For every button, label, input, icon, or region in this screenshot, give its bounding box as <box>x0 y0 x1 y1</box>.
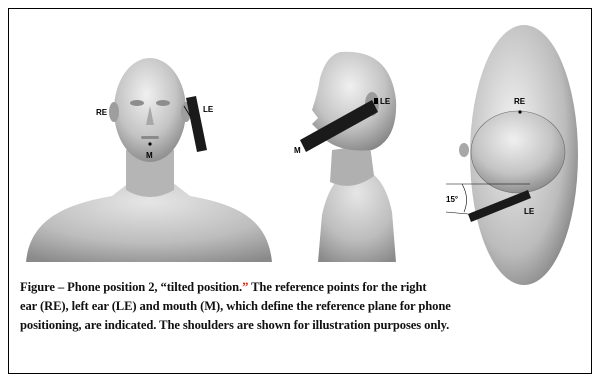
side-view: LE M <box>294 52 396 262</box>
side-label-le: LE <box>380 97 391 106</box>
front-label-m: M <box>146 151 153 160</box>
side-neck <box>330 145 374 186</box>
front-view: RE LE M <box>26 58 272 262</box>
caption-line-1: Figure – Phone position 2, “tilted posit… <box>20 278 584 297</box>
top-head <box>471 111 565 193</box>
caption-line-2: ear (RE), left ear (LE) and mouth (M), w… <box>20 297 584 316</box>
top-view: RE 15° LE <box>446 25 578 285</box>
front-label-le: LE <box>203 105 214 114</box>
top-nose <box>459 143 469 157</box>
top-label-re: RE <box>514 97 526 106</box>
caption-line-3: positioning, are indicated. The shoulder… <box>20 316 584 335</box>
figure-caption: Figure – Phone position 2, “tilted posit… <box>20 278 584 335</box>
figure-illustration: RE LE M LE M RE 15° LE <box>0 0 606 290</box>
caption-line1-rest: The reference points for the right <box>248 280 426 294</box>
front-label-re: RE <box>96 108 108 117</box>
caption-lead: Figure – Phone position 2, “tilted posit… <box>20 280 242 294</box>
side-label-m: M <box>294 146 301 155</box>
top-label-tilt: 15° <box>446 195 458 204</box>
front-ear-right <box>109 102 119 122</box>
top-label-le: LE <box>524 207 535 216</box>
